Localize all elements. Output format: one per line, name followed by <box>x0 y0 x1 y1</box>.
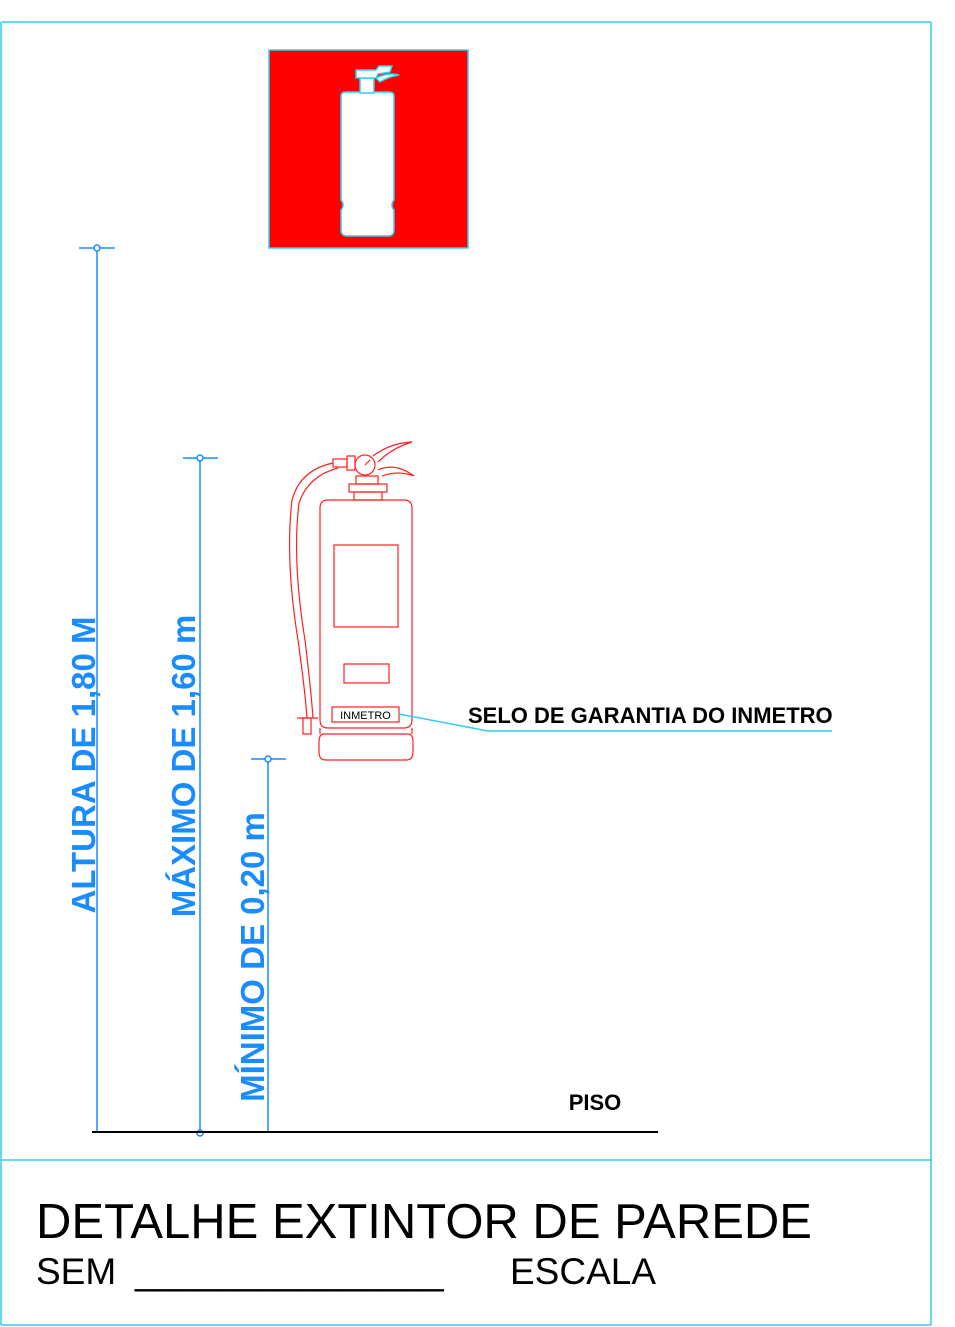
scale-suffix: ESCALA <box>510 1251 656 1292</box>
dimension-lines <box>79 244 286 1137</box>
inmetro-seal-text: INMETRO <box>340 710 391 722</box>
extinguisher-drawing <box>288 441 415 761</box>
sheet-border <box>0 21 932 1326</box>
seal-callout-label: SELO DE GARANTIA DO INMETRO <box>468 703 833 728</box>
extinguisher-sign <box>268 49 469 249</box>
drawing-title: DETALHE EXTINTOR DE PAREDE <box>36 1195 812 1249</box>
scale-underline: _______________ <box>134 1251 444 1292</box>
floor-label: PISO <box>569 1090 622 1115</box>
dimension-label-maximo: MÁXIMO DE 1,60 m <box>165 615 202 918</box>
scale-prefix: SEM <box>36 1251 116 1292</box>
extinguisher-sign-icon <box>340 65 400 237</box>
dimension-label-altura: ALTURA DE 1,80 M <box>65 616 102 913</box>
seal-callout-leader <box>398 713 832 732</box>
inmetro-seal: INMETRO <box>331 706 400 723</box>
dimension-label-minimo: MÍNIMO DE 0,20 m <box>234 812 271 1102</box>
